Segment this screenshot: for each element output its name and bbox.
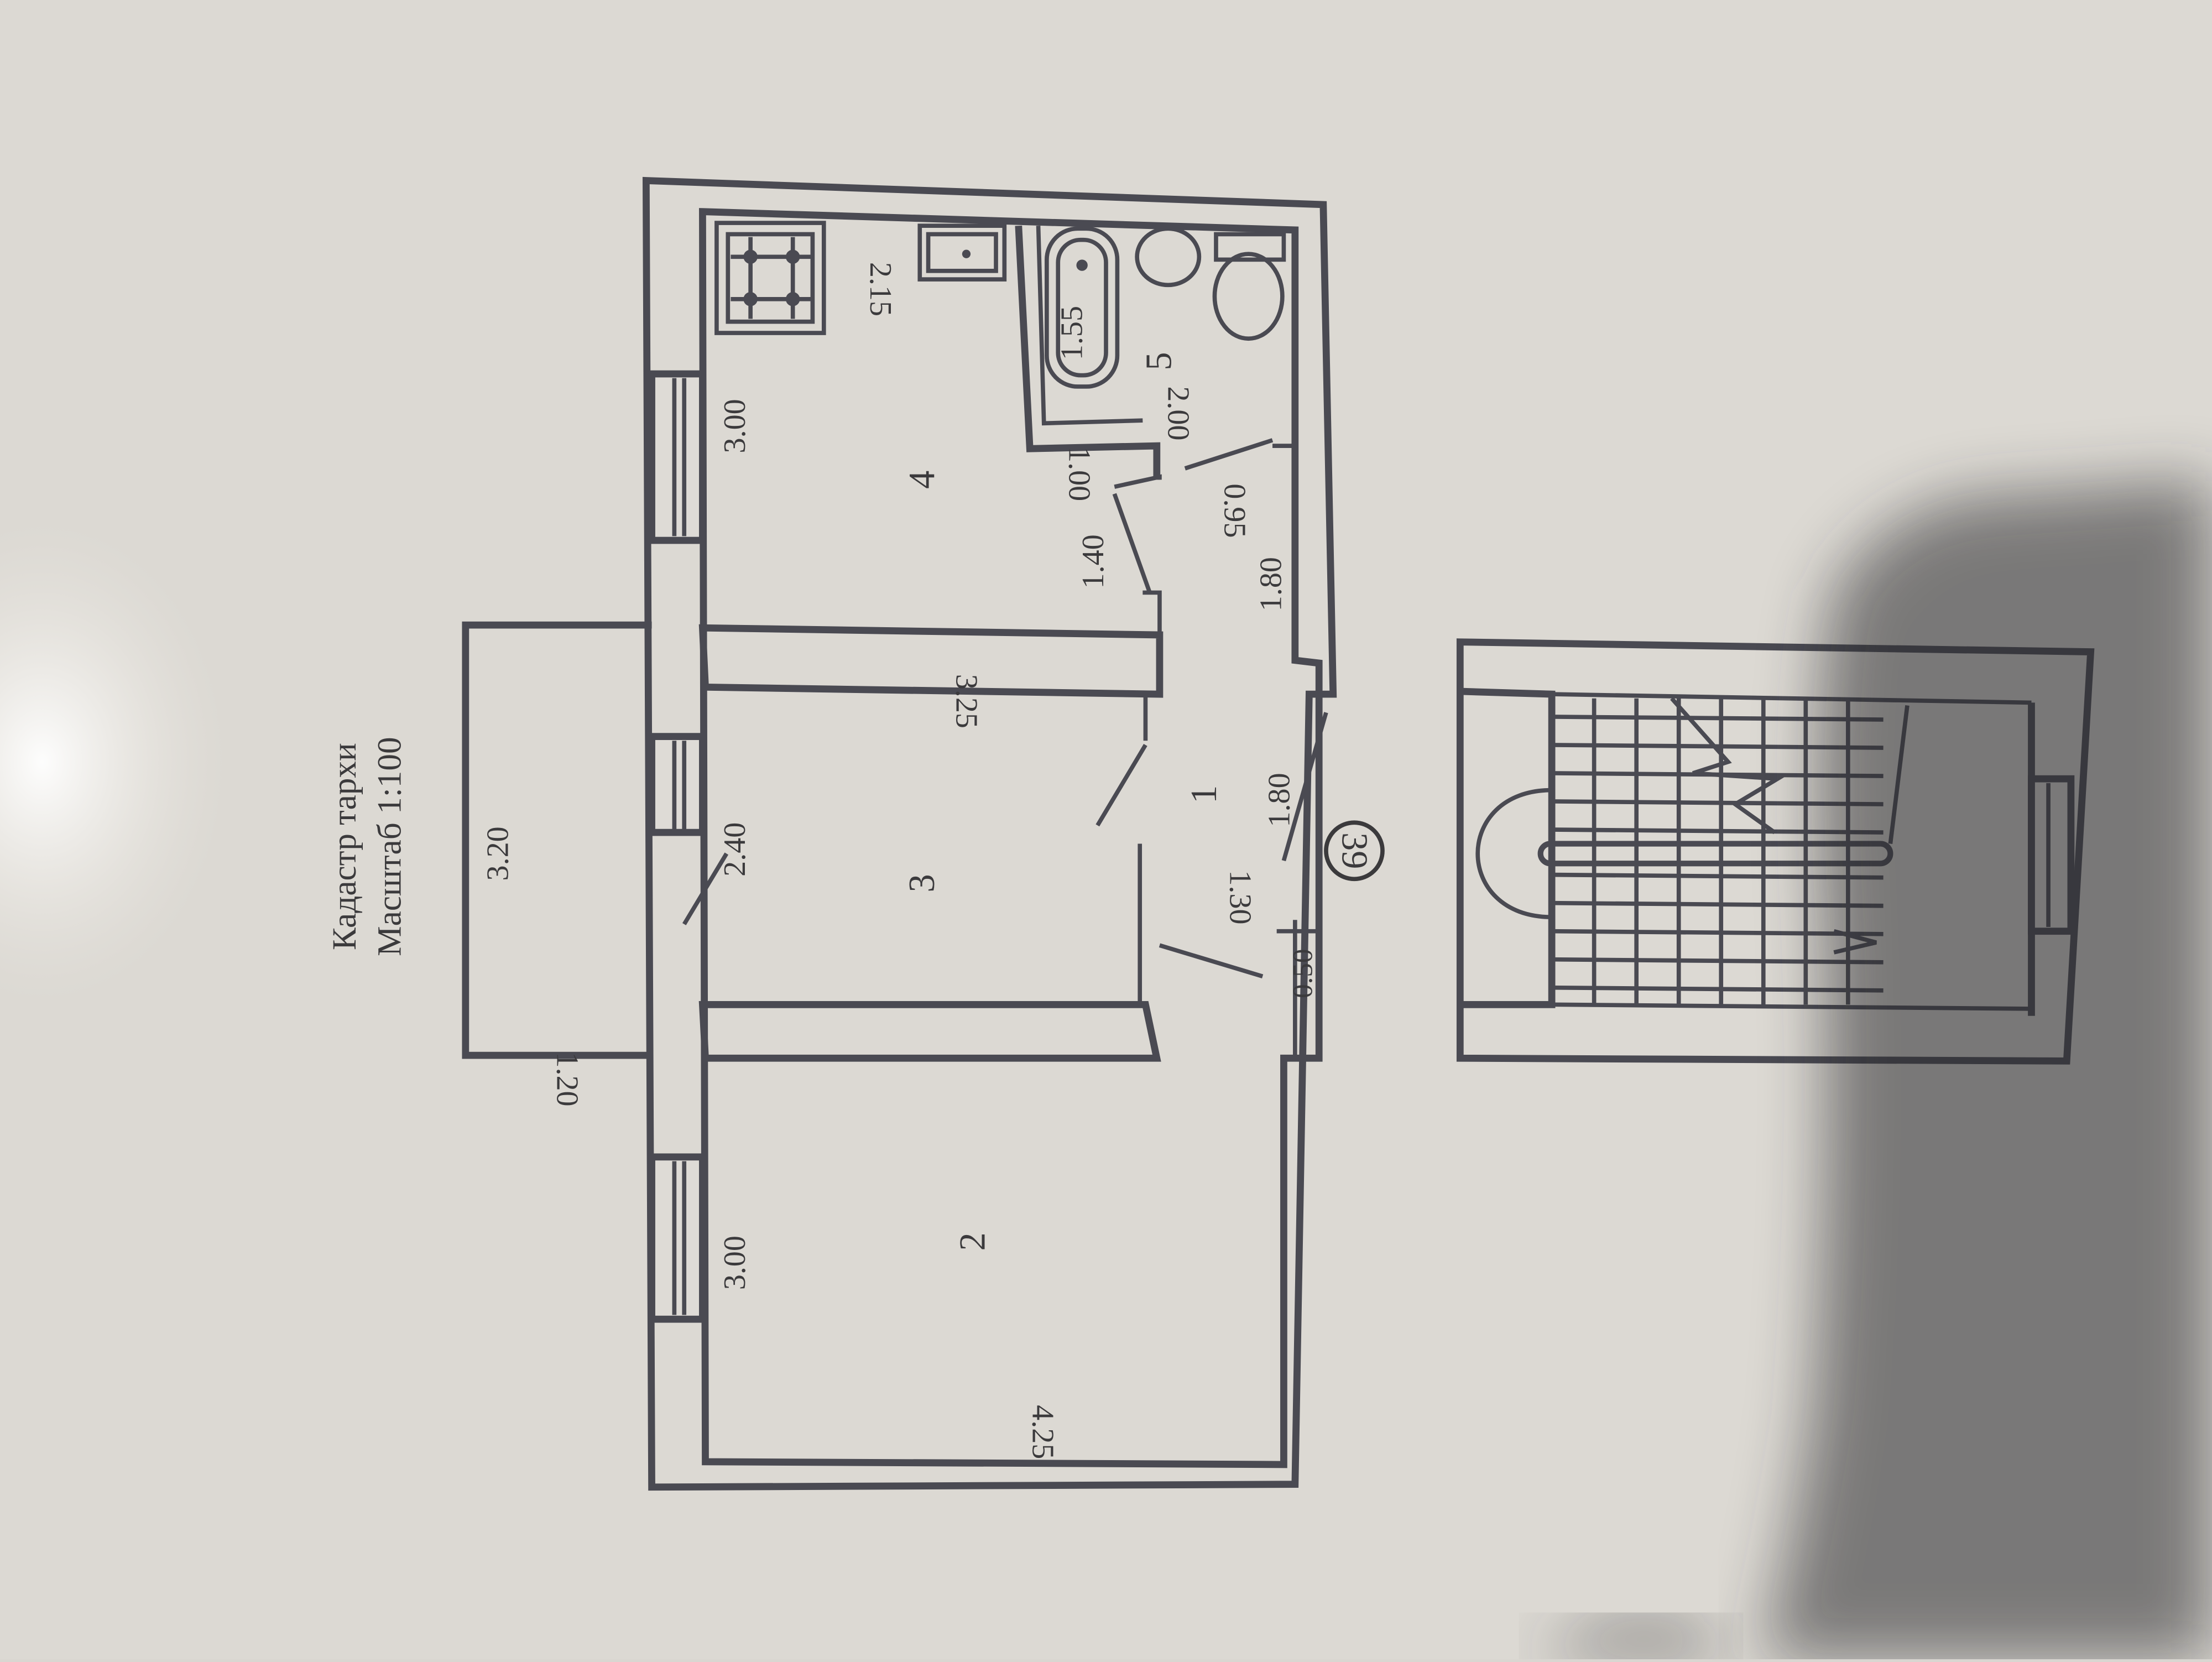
dim-room2-width: 3.00: [718, 1236, 752, 1290]
toilet-icon: [1212, 252, 1285, 341]
room-number-4: 4: [902, 471, 942, 489]
washbasin-icon: [1135, 226, 1202, 288]
interior-walls: [698, 225, 1328, 1062]
light-glare: [0, 522, 226, 1002]
apartment-number-badge: [1324, 820, 1385, 882]
dim-hall-entry: 1.30: [1223, 870, 1257, 924]
toilet-tank-icon: [1214, 232, 1286, 262]
dim-room4-width: 3.00: [718, 399, 752, 453]
dim-bath-room-width: 1.00: [1062, 447, 1097, 501]
room-number-2: 2: [953, 1232, 993, 1251]
dim-room3-width: 2.40: [718, 822, 752, 877]
plan-scale: Масштаб 1:100: [371, 737, 408, 956]
apartment-number: 39: [1334, 832, 1374, 869]
dim-door-width: 1.40: [1076, 534, 1110, 588]
dim-bath-room-length: 2.00: [1161, 386, 1195, 440]
dim-balcony-depth: 1.20: [550, 1052, 585, 1106]
dim-kitchen-stove-side: 2.15: [863, 262, 898, 316]
stove-icon: [714, 221, 826, 335]
dim-room3-length: 3.25: [950, 674, 984, 728]
plan-title: Кадастр тархи: [326, 743, 363, 950]
balcony: [462, 621, 652, 1059]
dim-bath-length: 1.55: [1055, 306, 1089, 360]
windows: [648, 370, 706, 1323]
balcony-door: [682, 852, 729, 925]
sink-icon: [917, 223, 1007, 282]
apartment-outline: [642, 176, 1337, 1491]
camera-shadow: [1763, 480, 2212, 1659]
dim-room2-length: 4.25: [1025, 1405, 1060, 1459]
bathtub-icon: [1045, 226, 1120, 389]
room-number-1: 1: [1184, 785, 1224, 804]
dim-hall-upper-right: 0.95: [1217, 483, 1251, 538]
dim-entry-small: 0.50: [1287, 949, 1318, 998]
dim-balcony-length: 3.20: [481, 826, 515, 881]
finger-shadow: [1537, 1617, 1725, 1659]
dim-hall-lower: 1.80: [1262, 773, 1297, 827]
dim-hall-upper: 1.80: [1254, 557, 1288, 611]
room-number-5: 5: [1139, 352, 1179, 370]
bathroom-fixtures: [1045, 226, 1286, 389]
room-number-3: 3: [902, 874, 942, 892]
kitchen-fixtures: [714, 221, 1007, 335]
